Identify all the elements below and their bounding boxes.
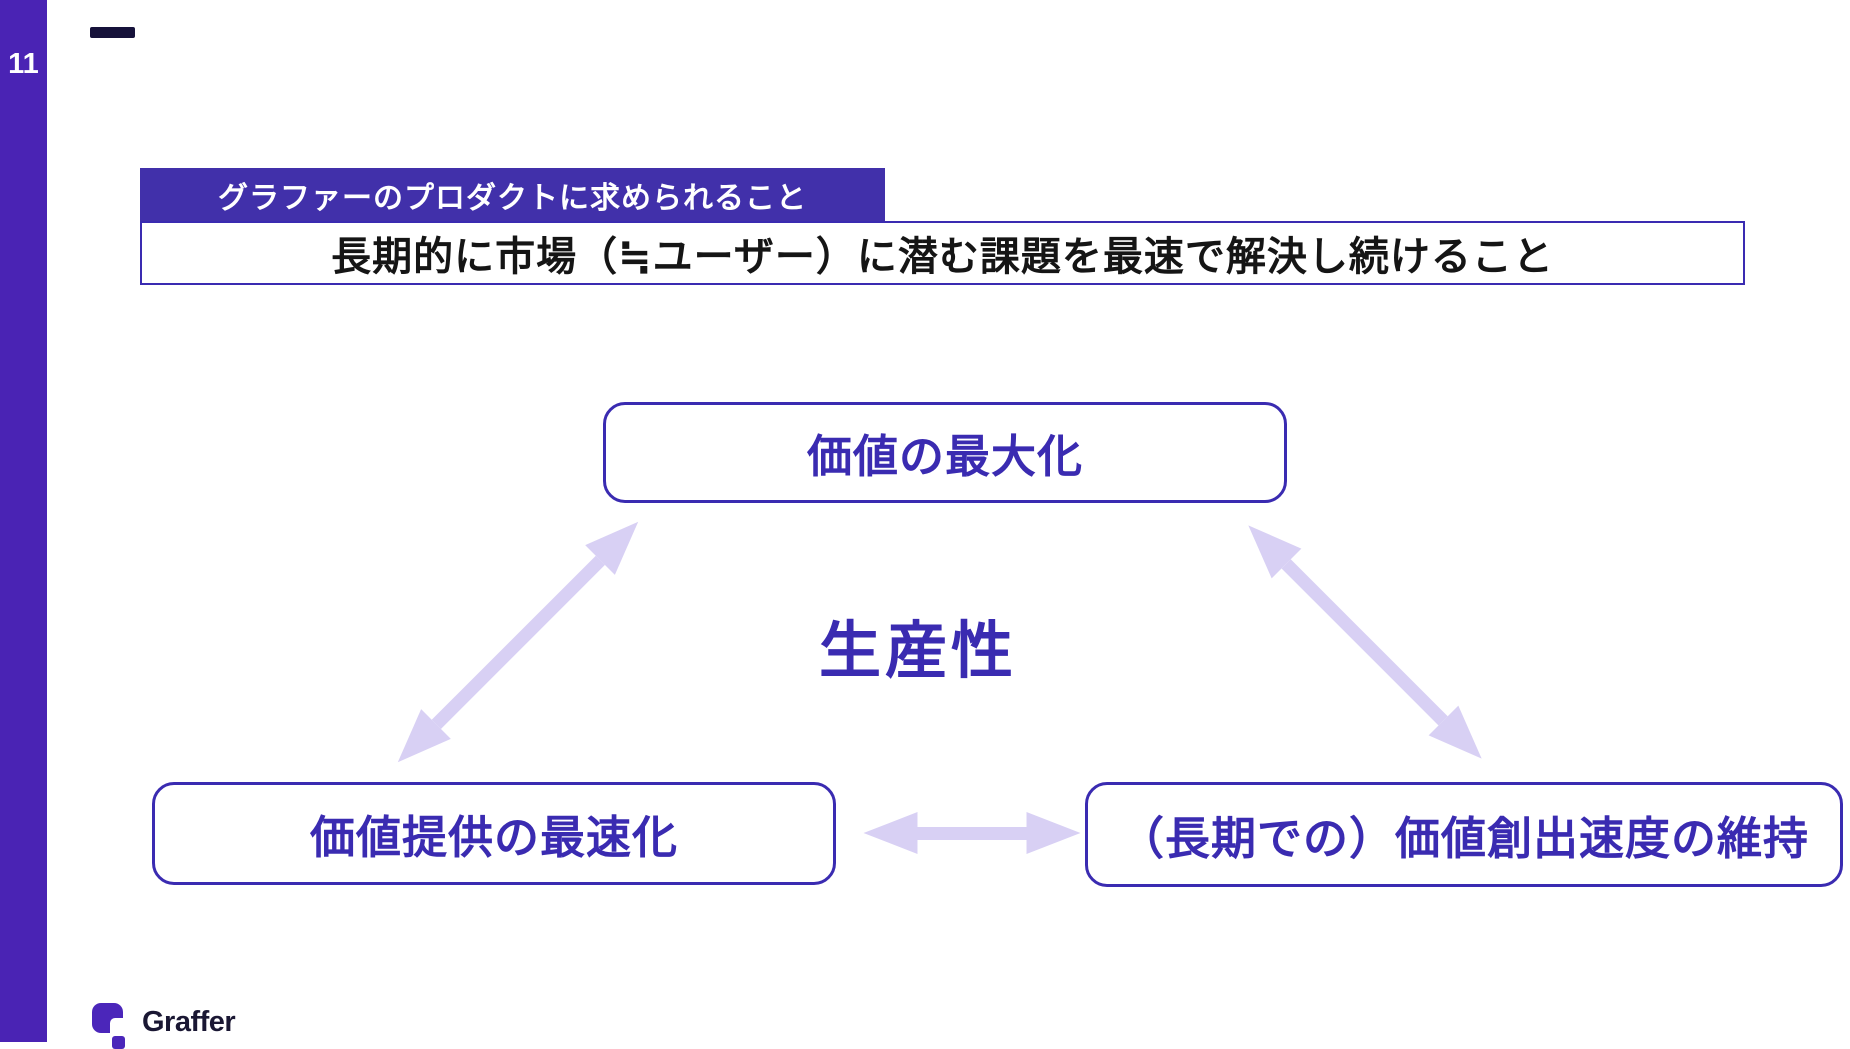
diagram-center-label: 生産性 (818, 617, 1018, 686)
diagram-node-value-maximization: 価値の最大化 (603, 402, 1287, 503)
graffer-logomark-icon (92, 1003, 125, 1049)
header-tag-label: グラファーのプロダクトに求められること (218, 181, 807, 215)
footer-logo: Graffer (92, 1003, 236, 1049)
node-label: 価値の最大化 (806, 431, 1083, 482)
slide-title: 長期的に市場（≒ユーザー）に潜む課題を最速で解決し続けること (331, 235, 1554, 279)
slide-title-box: 長期的に市場（≒ユーザー）に潜む課題を最速で解決し続けること (140, 221, 1745, 285)
node-label: 価値提供の最速化 (309, 812, 678, 863)
page-number: 11 (8, 48, 39, 80)
logo-wordmark: Graffer (142, 1006, 236, 1038)
arrowhead-icon (863, 812, 918, 854)
slide-number-rail: 11 (0, 0, 47, 1042)
arrow-top-to-bottom-left (382, 506, 654, 778)
arrowhead-icon (1026, 812, 1081, 854)
dash-decoration (90, 27, 135, 38)
diagram-node-sustained-value-creation-speed: （長期での）価値創出速度の維持 (1085, 782, 1843, 887)
header-tag-banner: グラファーのプロダクトに求められること (140, 168, 885, 221)
diagram-node-fastest-value-delivery: 価値提供の最速化 (152, 782, 836, 885)
arrow-top-to-bottom-right (1233, 510, 1497, 774)
arrow-bottom-left-to-bottom-right (863, 811, 1081, 855)
node-label: （長期での）価値創出速度の維持 (1118, 813, 1809, 864)
